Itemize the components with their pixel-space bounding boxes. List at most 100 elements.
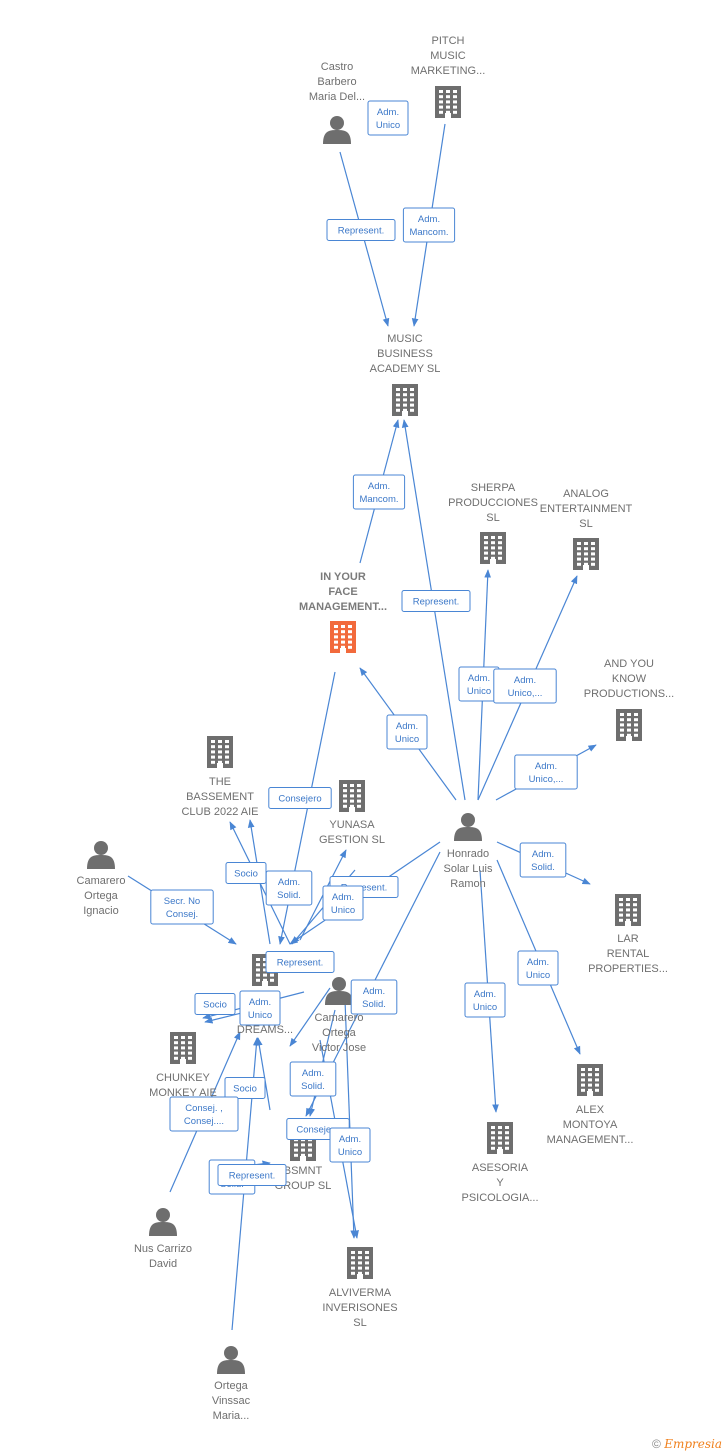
brand-logo[interactable]: Empresia (664, 1437, 722, 1451)
node-label-line[interactable]: Honrado (447, 848, 489, 860)
building-icon[interactable] (392, 384, 418, 416)
node-label-line[interactable]: Camarero (77, 875, 126, 887)
node-label-line[interactable]: MUSIC (430, 50, 466, 62)
relation-label[interactable]: Adm.Unico (329, 1127, 371, 1163)
person-icon[interactable] (217, 1346, 245, 1374)
relation-label[interactable]: Adm.Unico (367, 100, 409, 136)
node-label-line[interactable]: MONKEY AIE (149, 1087, 217, 1099)
relation-label[interactable]: Adm.Unico (322, 885, 364, 921)
node-label-line[interactable]: ALEX (576, 1104, 605, 1116)
node-label-line[interactable]: Castro (321, 61, 353, 73)
relation-label[interactable]: Consejero (268, 787, 332, 809)
relation-label[interactable]: Adm.Mancom. (352, 474, 406, 510)
person-icon[interactable] (149, 1208, 177, 1236)
node-label-line[interactable]: Maria... (213, 1410, 250, 1422)
node-label-line[interactable]: PSICOLOGIA... (461, 1192, 538, 1204)
relation-label[interactable]: Socio (194, 993, 236, 1015)
node-label-line[interactable]: KNOW (612, 673, 647, 685)
relation-label[interactable]: Adm.Unico,... (514, 754, 578, 790)
person-icon[interactable] (454, 813, 482, 841)
node-analog[interactable]: ANALOG ENTERTAINMENT SL (540, 488, 633, 570)
node-label-line[interactable]: ASESORIA (472, 1162, 529, 1174)
node-label-line[interactable]: ACADEMY SL (370, 363, 441, 375)
building-icon[interactable] (170, 1032, 196, 1064)
node-label-line[interactable]: SHERPA (471, 482, 516, 494)
node-label-line[interactable]: PRODUCTIONS... (584, 688, 674, 700)
node-label-line[interactable]: MONTOYA (563, 1119, 618, 1131)
node-label-line[interactable]: Victor Jose (312, 1042, 366, 1054)
node-alex[interactable]: ALEXMONTOYAMANAGEMENT... (547, 1064, 634, 1146)
relation-label[interactable]: Adm.Unico (464, 982, 506, 1018)
node-ortega[interactable]: OrtegaVinssacMaria... (212, 1346, 251, 1422)
node-label-line[interactable]: Barbero (317, 76, 356, 88)
node-label-line[interactable]: Ortega (214, 1380, 249, 1392)
node-label-line[interactable]: David (149, 1258, 177, 1270)
person-icon[interactable] (323, 116, 351, 144)
relation-label[interactable]: Consej. ,Consej.... (169, 1096, 239, 1132)
node-label-line[interactable]: LAR (617, 933, 638, 945)
node-label-line[interactable]: GROUP SL (275, 1180, 332, 1192)
node-label-line[interactable]: SL (579, 518, 592, 530)
relation-label[interactable]: Adm.Solid. (519, 842, 567, 878)
relation-label[interactable]: Adm.Unico (239, 990, 281, 1026)
building-icon[interactable] (347, 1247, 373, 1279)
node-ayk[interactable]: AND YOU KNOW PRODUCTIONS... (584, 658, 674, 741)
node-label-line[interactable]: Ramon (450, 878, 485, 890)
relation-label[interactable]: Represent. (401, 590, 471, 612)
node-alviverma[interactable]: ALVIVERMA INVERISONES SL (322, 1247, 398, 1329)
node-label-line[interactable]: Camarero (315, 1012, 364, 1024)
node-label-line[interactable]: MUSIC (387, 333, 423, 345)
node-label-line[interactable]: PROPERTIES... (588, 963, 668, 975)
node-label-line[interactable]: ENTERTAINMENT (540, 503, 633, 515)
node-label-line[interactable]: AND YOU (604, 658, 654, 670)
building-icon[interactable] (339, 780, 365, 812)
node-label-line[interactable]: FACE (328, 586, 357, 598)
relation-label[interactable]: Adm.Unico (517, 950, 559, 986)
node-label-line[interactable]: INVERISONES (322, 1302, 397, 1314)
node-mba[interactable]: MUSIC BUSINESS ACADEMY SL (370, 333, 441, 416)
node-label-line[interactable]: MARKETING... (411, 65, 486, 77)
relation-label[interactable]: Adm.Mancom. (402, 207, 456, 243)
building-icon[interactable] (330, 621, 356, 653)
relation-label[interactable]: Represent. (265, 951, 335, 973)
node-label-line[interactable]: Vinssac (212, 1395, 251, 1407)
node-label-line[interactable]: BSMNT (284, 1165, 323, 1177)
building-icon[interactable] (616, 709, 642, 741)
node-label-line[interactable]: CLUB 2022 AIE (181, 806, 258, 818)
node-label-line[interactable]: YUNASA (329, 819, 375, 831)
relation-label[interactable]: Adm.Solid. (289, 1061, 337, 1097)
relation-label[interactable]: Adm.Solid. (265, 870, 313, 906)
node-label-line[interactable]: SL (486, 512, 499, 524)
node-asesoria[interactable]: ASESORIAYPSICOLOGIA... (461, 1122, 539, 1204)
node-label-line[interactable]: BUSINESS (377, 348, 433, 360)
node-label-line[interactable]: Maria Del... (309, 91, 365, 103)
relation-label[interactable]: Adm.Unico (458, 666, 500, 702)
relation-label[interactable]: Socio (225, 862, 267, 884)
node-pitch[interactable]: PITCH MUSIC MARKETING... (411, 35, 486, 118)
building-icon[interactable] (435, 86, 461, 118)
building-icon[interactable] (573, 538, 599, 570)
node-label-line[interactable]: ANALOG (563, 488, 609, 500)
node-label-line[interactable]: PRODUCCIONES (448, 497, 538, 509)
relation-label[interactable]: Represent. (217, 1164, 287, 1186)
building-icon[interactable] (207, 736, 233, 768)
node-label-line[interactable]: ALVIVERMA (329, 1287, 392, 1299)
node-label-line[interactable]: IN YOUR (320, 571, 366, 583)
node-label-line[interactable]: SL (353, 1317, 366, 1329)
node-label-line[interactable]: Ortega (322, 1027, 357, 1039)
node-label-line[interactable]: Ortega (84, 890, 119, 902)
node-label-line[interactable]: Solar Luis (444, 863, 493, 875)
person-icon[interactable] (325, 977, 353, 1005)
building-icon[interactable] (615, 894, 641, 926)
node-lar[interactable]: LARRENTALPROPERTIES... (588, 894, 668, 975)
node-label-line[interactable]: PITCH (432, 35, 465, 47)
